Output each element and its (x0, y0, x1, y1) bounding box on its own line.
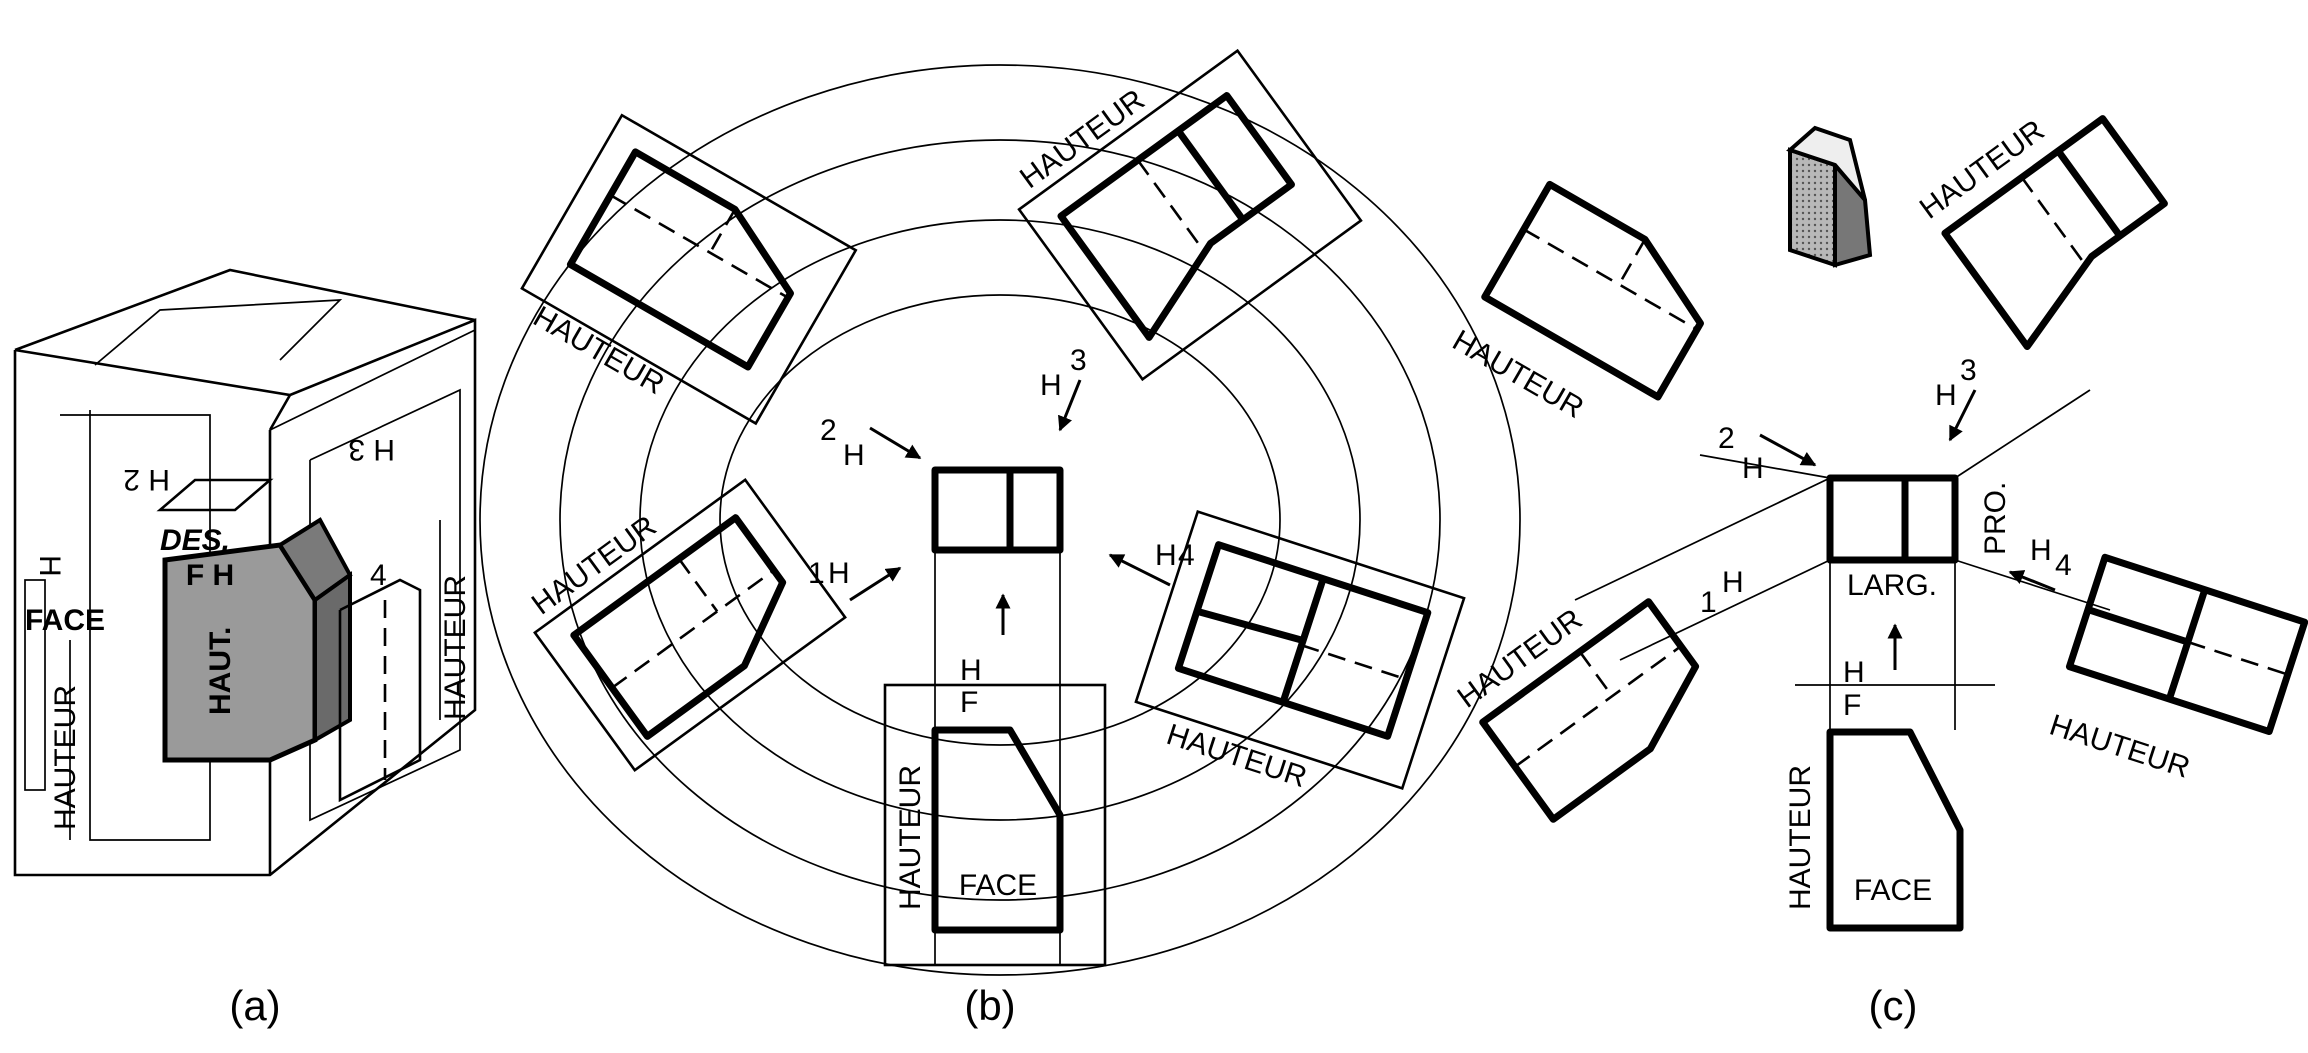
label-hauteur-v3-b: HAUTEUR (1014, 83, 1151, 195)
label-1-b: 1 (808, 557, 825, 590)
label-hauteur-v2-c: HAUTEUR (1447, 324, 1589, 425)
label-4-c: 4 (2055, 549, 2072, 582)
label-h3-a: H 3 (348, 433, 395, 466)
label-h-front-b: H (960, 654, 982, 687)
label-hauteur-front-c: HAUTEUR (1784, 765, 1817, 910)
panel-b-unfolded-box: FACE HAUTEUR H F HAUTEUR 1 H HAUTEUR 2 H (479, 48, 1521, 1029)
top-view-pane (156, 478, 274, 512)
label-face-b: FACE (959, 869, 1037, 902)
pictorial-object-c (1788, 147, 1837, 268)
front-view-b (931, 726, 1064, 934)
label-pro-c: PRO. (1979, 482, 2012, 555)
label-h3-c: H (1935, 379, 1957, 412)
label-h-front-c: H (1843, 656, 1865, 689)
label-4-a: 4 (370, 559, 387, 592)
label-h1-c: H (1722, 566, 1744, 599)
label-hauteur-v4-b: HAUTEUR (1163, 718, 1311, 794)
label-haut-a: HAUT. (204, 627, 237, 715)
label-1-c: 1 (1700, 586, 1717, 619)
label-4-b: 4 (1178, 539, 1195, 572)
caption-b: (b) (964, 982, 1015, 1029)
label-h4-b: H (1155, 539, 1177, 572)
label-h-left-a: H (33, 555, 66, 577)
label-2-c: 2 (1718, 422, 1735, 455)
front-view-frame-b (883, 683, 1107, 967)
label-fh-a: F H (186, 559, 234, 592)
panel-a-glass-box: FACE DES. F H HAUT. HAUTEUR HAUTEUR H H … (13, 268, 477, 1029)
label-larg-c: LARG. (1847, 569, 1937, 602)
label-h2-c: H (1742, 452, 1764, 485)
label-hauteur-right-a: HAUTEUR (439, 575, 472, 720)
label-hauteur-left-a: HAUTEUR (49, 685, 82, 830)
arc-outer (479, 64, 1521, 976)
label-f-front-b: F (960, 686, 978, 719)
top-view-b (931, 466, 1064, 554)
panel-c-views: LARG. PRO. FACE HAUTEUR H F HAUTEUR 1 H … (1447, 114, 2308, 1029)
label-h4-c: H (2030, 534, 2052, 567)
top-view-c (1826, 474, 1959, 564)
label-hauteur-v1-b: HAUTEUR (526, 509, 663, 621)
label-3-c: 3 (1960, 354, 1977, 387)
label-f-front-c: F (1843, 689, 1861, 722)
label-h3-b: H (1040, 369, 1062, 402)
label-hauteur-v2-b: HAUTEUR (528, 300, 670, 401)
front-view-c (1826, 728, 1964, 932)
label-hauteur-v4-c: HAUTEUR (2046, 708, 2194, 784)
caption-a: (a) (229, 982, 280, 1029)
label-des-a: DES. (160, 524, 230, 557)
label-3-b: 3 (1070, 344, 1087, 377)
caption-c: (c) (1869, 982, 1918, 1029)
label-h1-b: H (828, 557, 850, 590)
label-2-b: 2 (820, 414, 837, 447)
label-h2-a: H 2 (123, 463, 170, 496)
label-hauteur-front-b: HAUTEUR (894, 765, 927, 910)
label-face-c: FACE (1854, 874, 1932, 907)
label-h2-b: H (843, 439, 865, 472)
label-face-a: FACE (25, 604, 105, 637)
